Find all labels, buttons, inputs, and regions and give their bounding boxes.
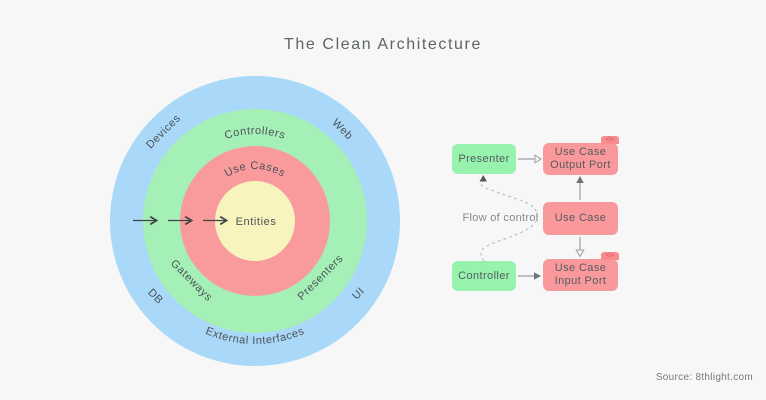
presenter-box: Presenter (452, 144, 516, 174)
controller-box: Controller (452, 261, 516, 291)
rings-diagram-svg: Controllers Use Cases External Interface… (110, 76, 400, 366)
use-case-input-port-label: Use Case Input Port (554, 262, 607, 287)
label-controllers: Controllers (223, 125, 287, 142)
flow-of-control-label: Flow of control (462, 212, 539, 224)
source-attribution: Source: 8thlight.com (655, 372, 753, 383)
solid-arrowhead-icon (534, 272, 541, 280)
use-case-output-port-label: Use Case Output Port (550, 146, 611, 171)
solid-arrowhead-icon (479, 175, 487, 182)
solid-arrowhead-icon (576, 176, 584, 183)
use-case-input-port-box: <I> Use Case Input Port (543, 252, 619, 291)
use-case-output-port-box: <I> Use Case Output Port (543, 136, 619, 175)
label-entities: Entities (236, 216, 277, 228)
open-arrowhead-icon (575, 249, 585, 258)
use-case-box: Use Case (543, 202, 618, 235)
interface-badge: <I> (601, 252, 619, 260)
interface-badge: <I> (601, 136, 619, 144)
ring-entities (215, 181, 295, 261)
page-title: The Clean Architecture (284, 36, 482, 53)
open-arrowhead-icon (534, 154, 542, 164)
